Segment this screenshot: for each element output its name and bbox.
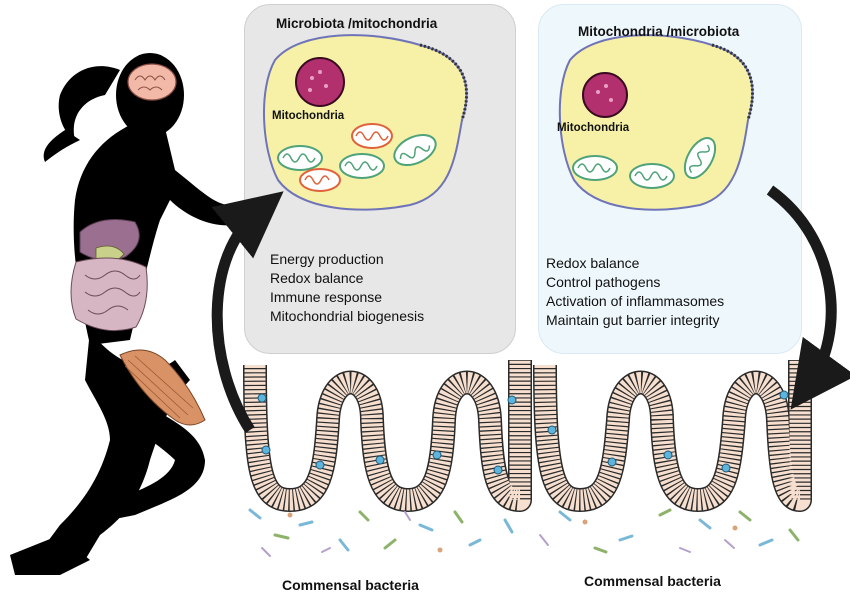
left-curved-arrow-icon [211,191,284,433]
right-function-item: Redox balance [546,255,640,271]
left-bacteria-caption: Commensal bacteria [282,577,419,593]
right-bacteria-caption: Commensal bacteria [584,573,721,589]
left-function-item: Mitochondrial biogenesis [270,308,425,324]
muscle-icon [119,349,206,426]
digestive-organs-icon [70,219,148,332]
commensal-bacteria-icon [248,508,800,557]
right-host-cell [558,34,754,211]
right-function-item: Control pathogens [546,274,661,290]
left-mitochondria-label: Mitochondria [272,110,345,122]
right-mitochondria-label: Mitochondria [557,122,630,134]
left-host-cell [263,34,468,211]
right-panel-title: Mitochondria /microbiota [578,24,740,39]
left-panel-title: Microbiota /mitochondria [276,16,438,31]
right-curved-arrow-icon [766,185,850,410]
right-function-list: Redox balance Control pathogens Activati… [546,254,724,330]
left-function-item: Energy production [270,251,384,267]
left-intestinal-villi [243,360,532,512]
left-function-list: Energy production Redox balance Immune r… [270,250,424,326]
right-function-item: Activation of inflammasomes [546,293,725,309]
left-function-item: Redox balance [270,270,364,286]
brain-icon [127,63,177,101]
right-intestinal-villi [533,360,812,512]
right-function-item: Maintain gut barrier integrity [546,312,720,328]
left-function-item: Immune response [270,289,383,305]
